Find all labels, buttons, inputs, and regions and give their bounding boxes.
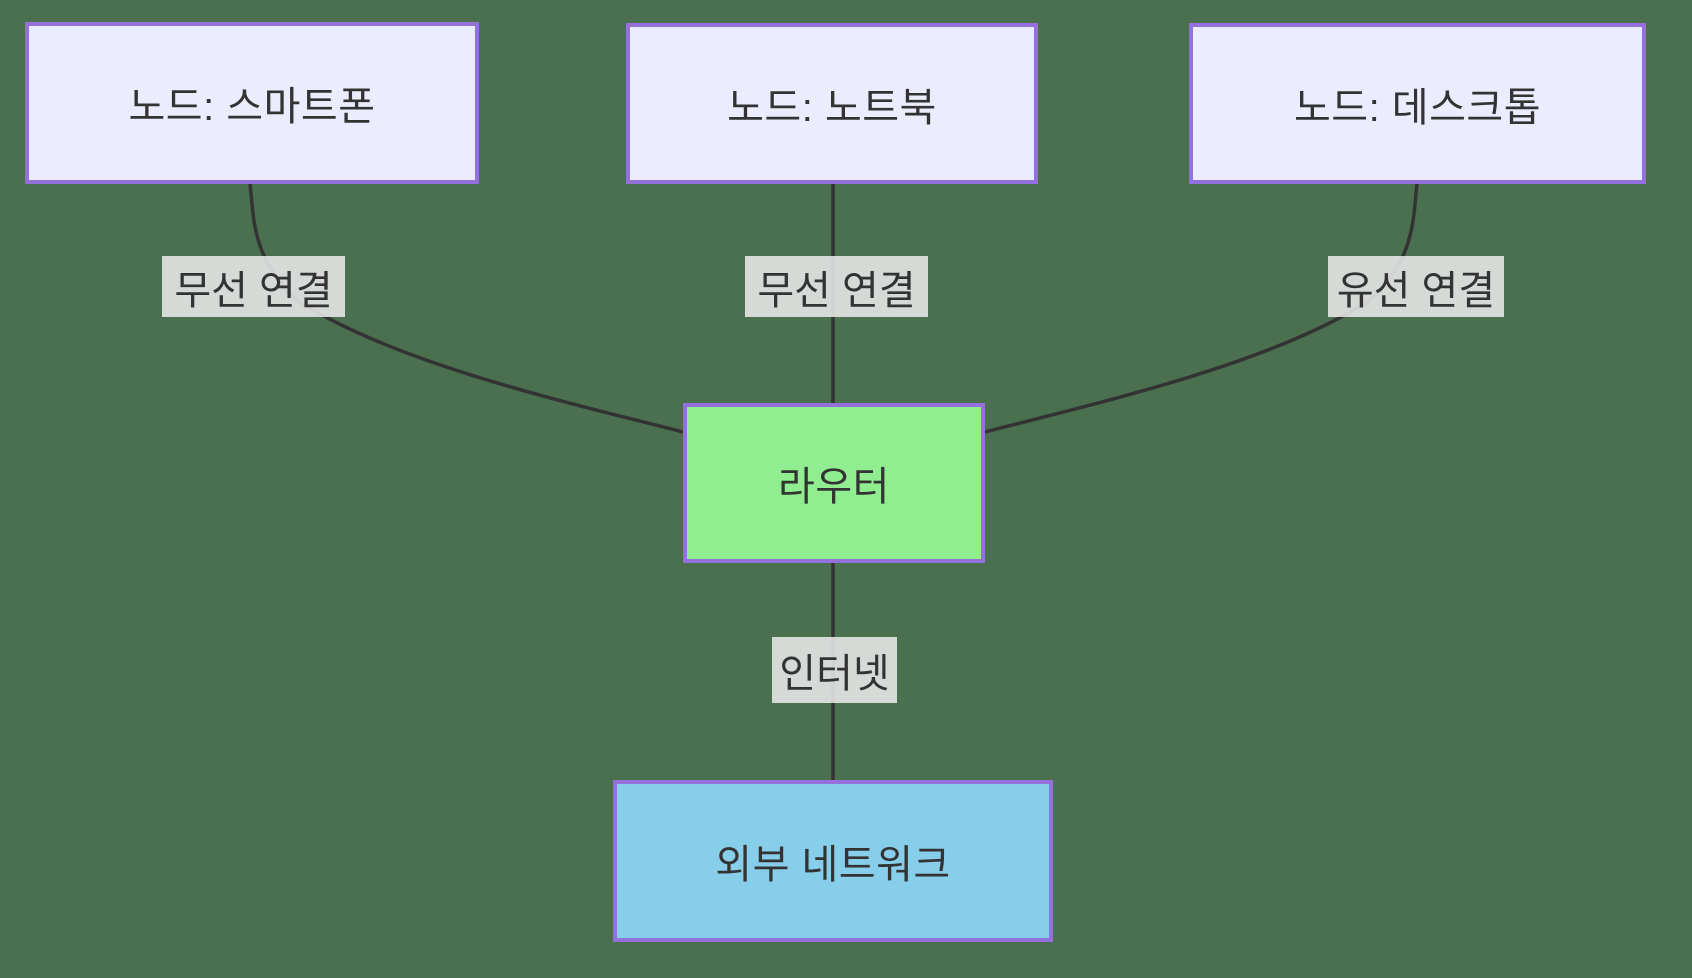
node-external-network-label: 외부 네트워크 bbox=[715, 843, 951, 887]
node-laptop-label: 노드: 노트북 bbox=[727, 85, 937, 130]
edge-label-laptop-router: 무선 연결 bbox=[745, 256, 928, 317]
node-laptop: 노드: 노트북 bbox=[626, 23, 1038, 184]
edge-label-text: 무선 연결 bbox=[174, 268, 333, 313]
node-desktop-label: 노드: 데스크톱 bbox=[1293, 85, 1542, 130]
edge-smartphone-router-line bbox=[248, 183, 684, 434]
edge-label-desktop-router: 유선 연결 bbox=[1328, 256, 1504, 317]
node-router: 라우터 bbox=[683, 403, 985, 563]
edge-label-text: 유선 연결 bbox=[1336, 268, 1496, 313]
edge-label-router-external: 인터넷 bbox=[772, 637, 897, 703]
edge-label-text: 인터넷 bbox=[779, 652, 890, 696]
node-router-label: 라우터 bbox=[778, 465, 890, 509]
node-smartphone-label: 노드: 스마트폰 bbox=[128, 85, 376, 129]
node-external-network: 외부 네트워크 bbox=[613, 780, 1053, 942]
node-desktop: 노드: 데스크톱 bbox=[1189, 23, 1646, 184]
edge-label-text: 무선 연결 bbox=[757, 268, 916, 313]
edge-label-smartphone-router: 무선 연결 bbox=[162, 256, 345, 317]
edge-desktop-router-line bbox=[984, 183, 1419, 434]
node-smartphone: 노드: 스마트폰 bbox=[25, 22, 479, 184]
